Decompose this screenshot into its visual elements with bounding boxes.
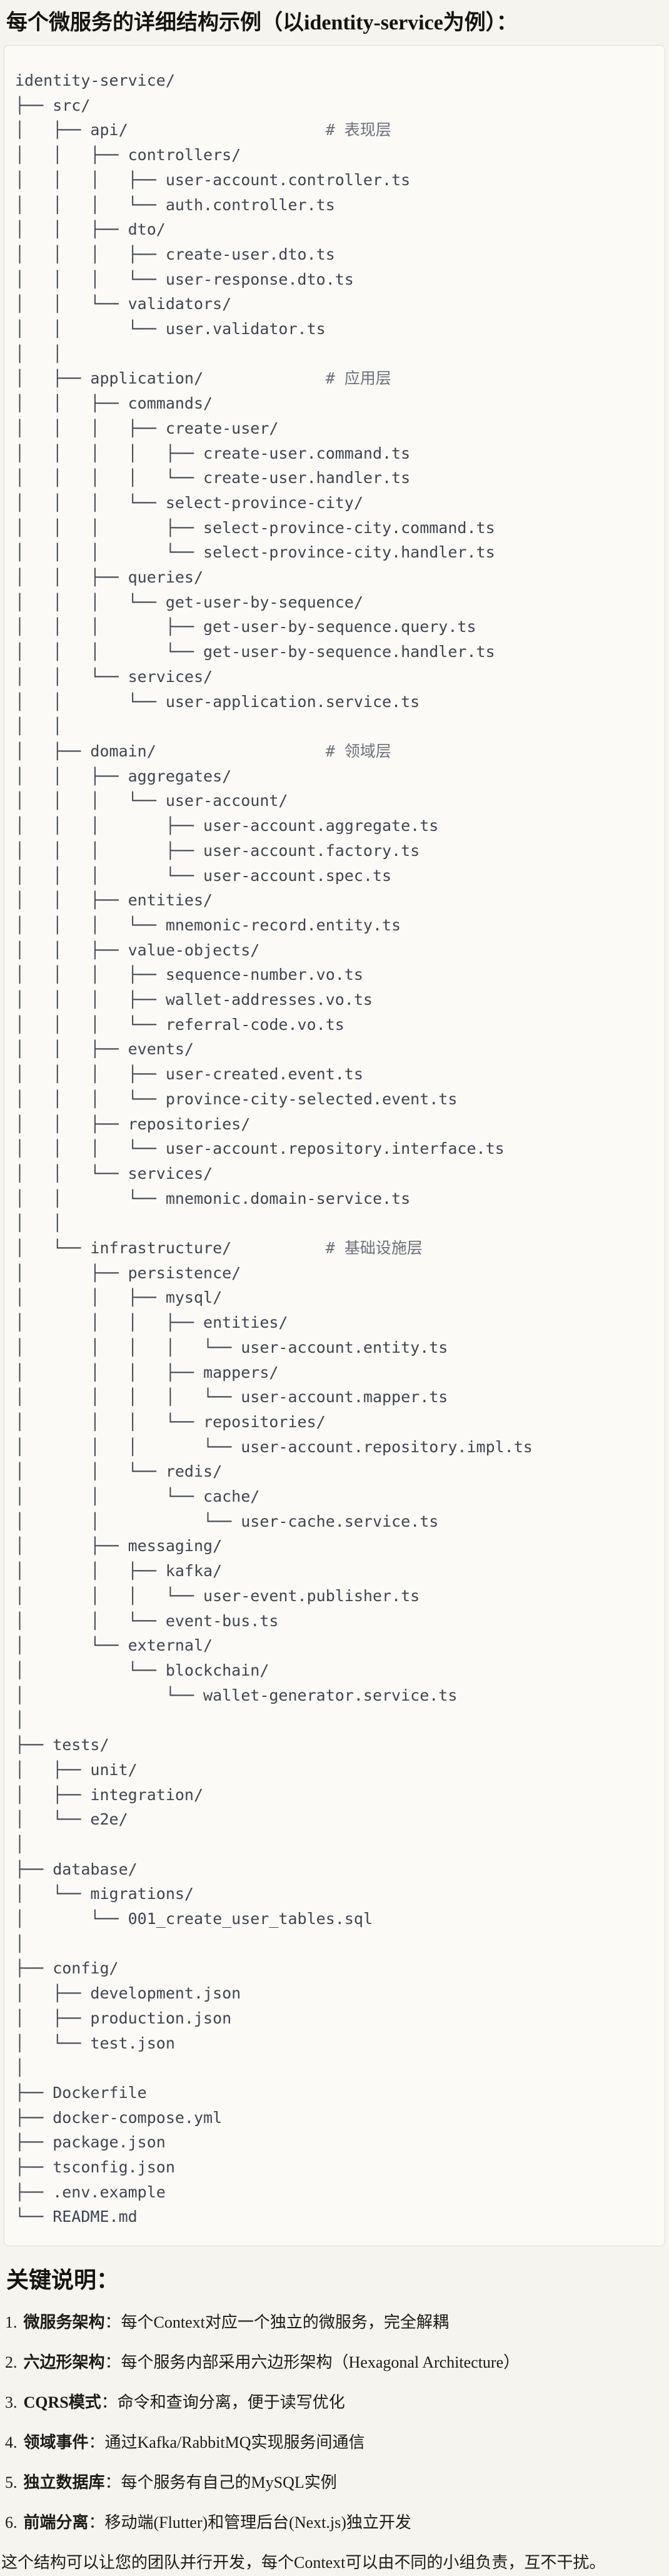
note-text: ：通过Kafka/RabbitMQ实现服务间通信 [88, 2433, 365, 2452]
notes-heading: 关键说明： [6, 2268, 119, 2293]
note-number: 5. [5, 2473, 18, 2492]
note-item: 1. 微服务架构：每个Context对应一个独立的微服务，完全解耦 [5, 2310, 663, 2335]
note-number: 3. [5, 2393, 18, 2412]
note-term: 六边形架构 [23, 2353, 105, 2372]
note-item: 4. 领域事件：通过Kafka/RabbitMQ实现服务间通信 [5, 2430, 663, 2455]
note-text: ：命令和查询分离，便于读写优化 [101, 2393, 345, 2412]
code-block: identity-service/ ├── src/ │ ├── api/ # … [4, 45, 665, 2247]
page-title: 每个微服务的详细结构示例（以identity-service为例）： [6, 11, 518, 34]
notes-list: 1. 微服务架构：每个Context对应一个独立的微服务，完全解耦 2. 六边形架构… [0, 2310, 669, 2535]
note-term: 领域事件 [23, 2433, 89, 2452]
directory-tree: identity-service/ ├── src/ │ ├── api/ # … [15, 71, 533, 2226]
note-text: ：移动端(Flutter)和管理后台(Next.js)独立开发 [88, 2513, 411, 2532]
note-item: 6. 前端分离：移动端(Flutter)和管理后台(Next.js)独立开发 [5, 2510, 663, 2535]
note-text: ：每个服务内部采用六边形架构（Hexagonal Architecture） [104, 2353, 520, 2372]
note-text: ：每个服务有自己的MySQL实例 [104, 2473, 337, 2492]
note-term: CQRS模式 [23, 2393, 101, 2412]
note-number: 6. [5, 2513, 18, 2532]
note-term: 前端分离 [23, 2513, 89, 2532]
note-item: 2. 六边形架构：每个服务内部采用六边形架构（Hexagonal Architec… [5, 2350, 663, 2375]
note-number: 4. [5, 2433, 18, 2452]
note-term: 独立数据库 [23, 2473, 105, 2492]
note-term: 微服务架构 [23, 2313, 105, 2332]
note-item: 3. CQRS模式：命令和查询分离，便于读写优化 [5, 2390, 663, 2415]
note-number: 1. [5, 2313, 18, 2332]
closing-paragraph: 这个结构可以让您的团队并行开发，每个Context可以由不同的小组负责，互不干扰… [1, 2553, 606, 2572]
note-number: 2. [5, 2353, 18, 2372]
note-text: ：每个Context对应一个独立的微服务，完全解耦 [104, 2313, 449, 2332]
note-item: 5. 独立数据库：每个服务有自己的MySQL实例 [5, 2470, 663, 2495]
